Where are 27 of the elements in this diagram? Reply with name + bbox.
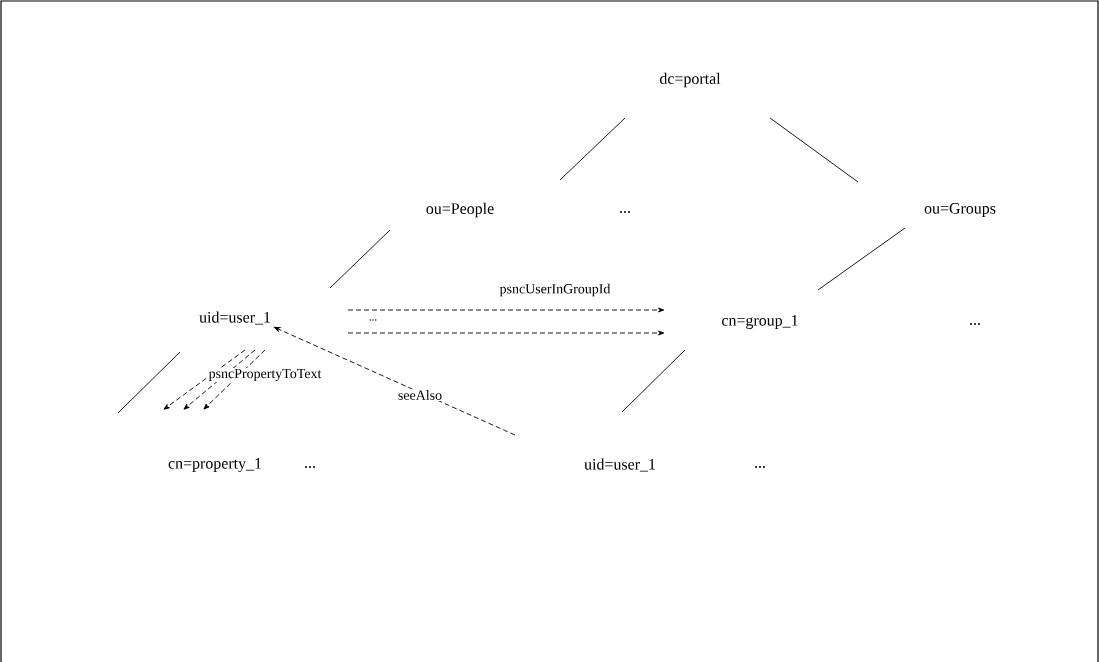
arrow xyxy=(347,307,665,313)
ellipsis-label: ... xyxy=(755,466,765,468)
entry-label: cn=group_1 xyxy=(722,315,798,329)
edge-label: psncUserInGroupId xyxy=(498,282,612,298)
ellipsis-label: ... xyxy=(620,211,630,213)
connector-line xyxy=(559,117,626,181)
ellipsis-label: ... xyxy=(305,466,315,468)
entry-label: dc=portal xyxy=(660,72,721,88)
edge-label: psncPropertyToText xyxy=(207,367,323,383)
entry-label: cn=property_1 xyxy=(168,458,262,472)
arrow xyxy=(347,330,665,336)
connector-line xyxy=(769,117,859,183)
entry-label: ou=People xyxy=(426,202,494,218)
entry-label: ou=Groups xyxy=(924,203,996,217)
connector-line xyxy=(329,229,391,289)
edge-label: seeAlso xyxy=(396,389,444,401)
entry-label: uid=user_1 xyxy=(584,458,655,472)
arrow xyxy=(183,349,256,410)
ellipsis-label: ... xyxy=(369,319,377,321)
arrow xyxy=(273,326,516,436)
connector-line xyxy=(117,351,181,414)
connector-line xyxy=(817,227,906,291)
connector-line xyxy=(621,349,686,413)
arrow xyxy=(163,349,246,410)
arrow xyxy=(203,349,266,410)
entry-label: uid=user_1 xyxy=(199,311,270,325)
ellipsis-label: ... xyxy=(970,323,980,325)
